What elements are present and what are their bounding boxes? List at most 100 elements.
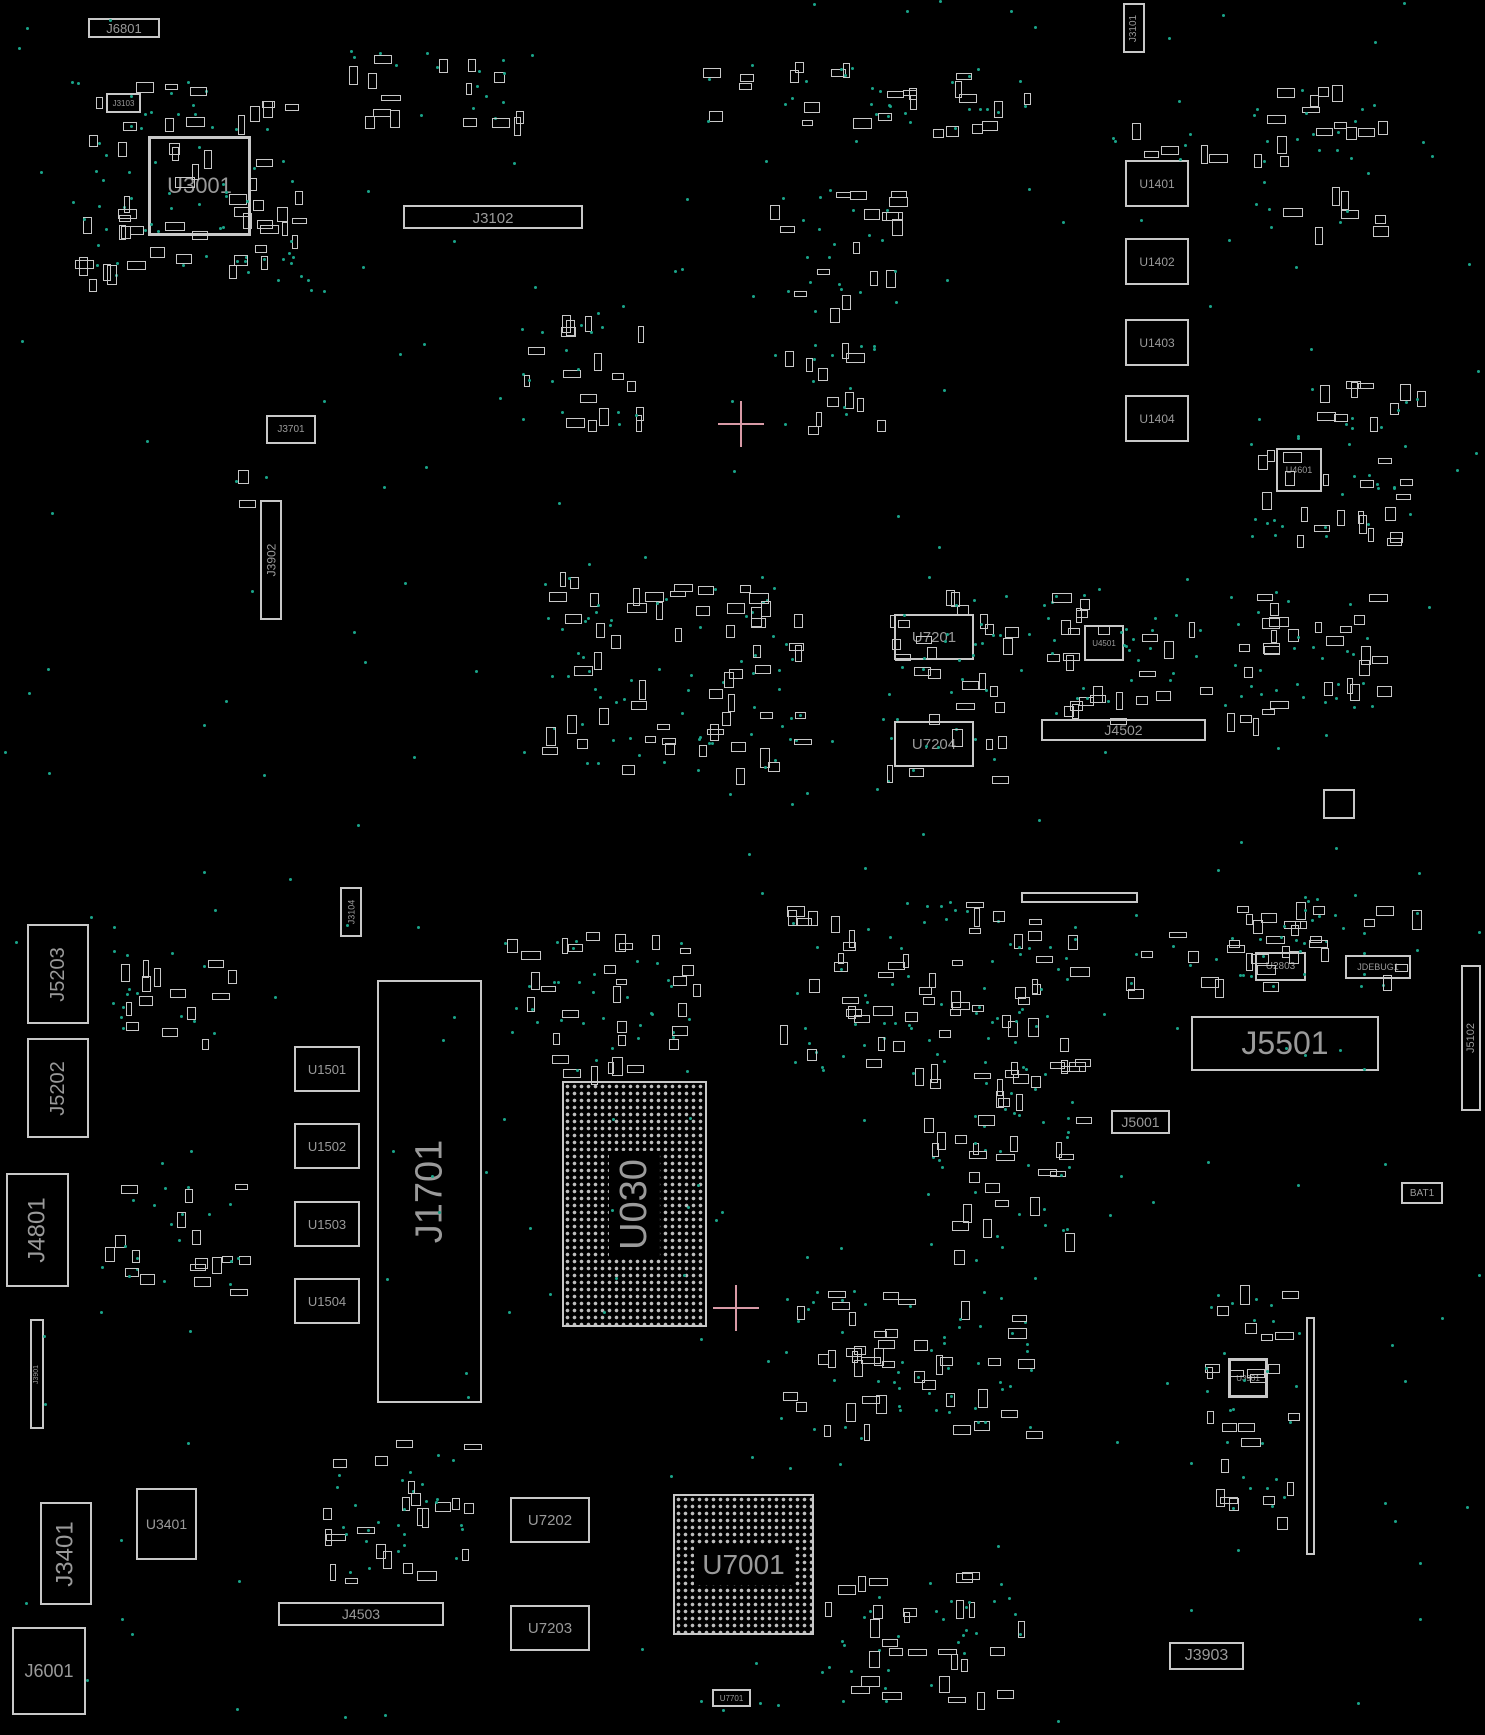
component-J3903[interactable]: J3903 [1169, 1642, 1244, 1670]
component-label: U1403 [1139, 335, 1175, 350]
component-U7202[interactable]: U7202 [510, 1497, 590, 1543]
component-J3701[interactable]: J3701 [266, 415, 316, 444]
smd-pad [795, 1401, 807, 1413]
smd-pad [927, 647, 937, 661]
via [840, 288, 844, 292]
smd-pad [372, 109, 392, 117]
smd-pad [365, 116, 375, 129]
via [1034, 25, 1038, 29]
smd-pad [142, 976, 151, 992]
smd-pad [945, 1393, 955, 1408]
smd-pad [389, 110, 400, 128]
component-U4601[interactable]: U4601 [1276, 448, 1322, 492]
smd-pad [846, 1008, 863, 1017]
component-U7203[interactable]: U7203 [510, 1605, 590, 1651]
smd-pad [789, 642, 804, 651]
smd-pad [789, 69, 800, 83]
smd-pad [1341, 209, 1360, 220]
smd-pad [951, 1002, 971, 1011]
via [1360, 108, 1364, 112]
smd-pad [965, 902, 985, 909]
connector-long-right[interactable] [1306, 1317, 1315, 1555]
via [832, 243, 836, 246]
smd-pad [931, 1143, 939, 1157]
component-J3401[interactable]: J3401 [40, 1502, 92, 1605]
via [753, 654, 757, 658]
via [187, 1186, 191, 1190]
smd-pad [668, 1038, 679, 1050]
component-U1503[interactable]: U1503 [294, 1201, 360, 1247]
smd-pad [281, 221, 289, 236]
smd-pad [956, 72, 973, 81]
component-J6001[interactable]: J6001 [12, 1627, 86, 1715]
via [1185, 578, 1189, 582]
component-U7204[interactable]: U7204 [894, 721, 974, 767]
component-J5501[interactable]: J5501 [1191, 1016, 1379, 1071]
via [855, 139, 859, 143]
component-J6801[interactable]: J6801 [88, 18, 160, 38]
component-U2803[interactable]: U2803 [1255, 952, 1306, 981]
component-J4503[interactable]: J4503 [278, 1602, 444, 1626]
component-J4502[interactable]: J4502 [1041, 719, 1206, 741]
component-J5102[interactable]: J5102 [1461, 965, 1481, 1111]
via [629, 736, 633, 740]
component-U1403[interactable]: U1403 [1125, 319, 1189, 366]
component-U1402[interactable]: U1402 [1125, 238, 1189, 285]
component-U7701[interactable]: U7701 [712, 1689, 751, 1707]
component-J5202[interactable]: J5202 [27, 1038, 89, 1138]
smd-pad [1025, 1430, 1044, 1440]
component-BAT1[interactable]: BAT1 [1401, 1182, 1443, 1204]
via [164, 1187, 168, 1191]
smd-pad [461, 1548, 470, 1562]
via [818, 227, 822, 231]
component-J3102[interactable]: J3102 [403, 205, 583, 229]
via [459, 1523, 463, 1527]
via [1172, 671, 1176, 675]
via [466, 1395, 470, 1399]
via [943, 1342, 947, 1346]
component-J5001[interactable]: J5001 [1111, 1110, 1170, 1134]
component-J4801[interactable]: J4801 [6, 1173, 69, 1287]
smd-pad [291, 217, 308, 225]
component-J3104[interactable]: J3104 [340, 887, 362, 937]
via [1188, 133, 1192, 137]
component-J3103[interactable]: J3103 [106, 93, 141, 113]
via [1297, 636, 1301, 640]
smd-pad [627, 381, 637, 393]
component-U3401[interactable]: U3401 [136, 1488, 197, 1560]
component-U1404[interactable]: U1404 [1125, 395, 1189, 442]
smd-pad [657, 723, 670, 731]
via [397, 1550, 401, 1554]
component-J5203[interactable]: J5203 [27, 924, 89, 1024]
via [965, 910, 969, 914]
smd-pad [1011, 1061, 1018, 1075]
smd-pad [780, 226, 796, 233]
via [983, 1421, 987, 1425]
component-U1504[interactable]: U1504 [294, 1278, 360, 1324]
via [850, 1669, 854, 1673]
component-U1501[interactable]: U1501 [294, 1046, 360, 1092]
smd-pad [806, 1048, 817, 1062]
smd-pad [586, 932, 601, 941]
component-J3101[interactable]: J3101 [1123, 3, 1145, 53]
component-U1502[interactable]: U1502 [294, 1123, 360, 1169]
component-U3001[interactable]: U3001 [148, 136, 251, 236]
pad-square[interactable] [1323, 789, 1355, 819]
connector-top-mid[interactable] [1021, 892, 1138, 903]
component-JDEBUG1[interactable]: JDEBUG1 [1345, 955, 1411, 979]
component-J3902[interactable]: J3902 [260, 500, 282, 620]
smd-pad [782, 1392, 798, 1401]
via [995, 1017, 999, 1021]
component-U0301[interactable]: U030 [562, 1081, 707, 1327]
component-J3901[interactable]: J3901 [30, 1319, 44, 1429]
component-U1401[interactable]: U1401 [1125, 160, 1189, 207]
via [731, 400, 735, 404]
via [1321, 657, 1325, 661]
component-U7001[interactable]: U7001 [673, 1494, 814, 1635]
smd-pad [117, 209, 138, 220]
smd-pad [560, 326, 576, 338]
smd-pad [1018, 997, 1030, 1005]
via [884, 1699, 888, 1703]
component-J1701[interactable]: J1701 [377, 980, 482, 1403]
